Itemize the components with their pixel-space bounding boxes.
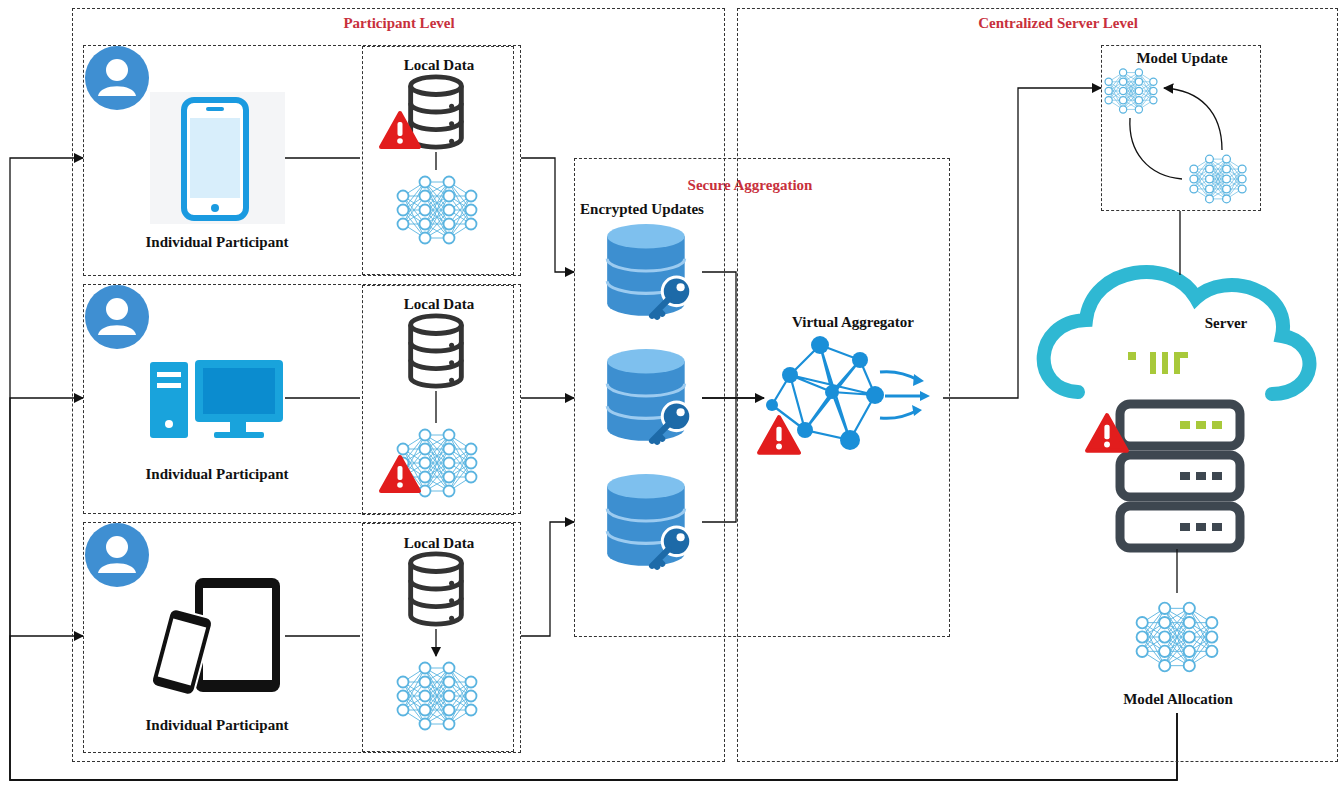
local-data-box: Local Data bbox=[362, 523, 514, 752]
user-avatar bbox=[85, 523, 149, 587]
encrypted-db-icon bbox=[607, 224, 691, 317]
connector bbox=[10, 158, 1177, 780]
connector bbox=[1179, 211, 1180, 275]
database-icon bbox=[411, 316, 462, 386]
warning-icon bbox=[1087, 415, 1127, 451]
node-label: Model Update bbox=[1136, 50, 1227, 67]
connector bbox=[10, 398, 1177, 780]
warning-icon bbox=[381, 113, 419, 147]
participant-box: Individual Participant Local Data bbox=[83, 284, 521, 514]
neural-net-icon bbox=[1105, 69, 1157, 113]
encrypted-db-icon bbox=[607, 349, 691, 442]
aggregator-node: Virtual Aggregator bbox=[763, 309, 943, 461]
user-avatar bbox=[85, 46, 149, 110]
phone-icon bbox=[150, 92, 285, 224]
wire bbox=[285, 158, 360, 636]
node-label: Virtual Aggregator bbox=[792, 314, 914, 331]
node-label: Server bbox=[1205, 315, 1247, 332]
connector bbox=[1176, 549, 1177, 593]
node-label: Individual Participant bbox=[146, 717, 289, 734]
participant-box: Individual Participant Local Data bbox=[83, 45, 521, 276]
tablet-icon bbox=[150, 578, 280, 696]
level-band: Centralized Server LevelModel UpdateServ… bbox=[737, 8, 1338, 762]
node-label: Local Data bbox=[404, 57, 474, 74]
neural-net-icon bbox=[398, 177, 477, 244]
neural-net-icon bbox=[398, 663, 477, 730]
arrow bbox=[702, 397, 764, 398]
node-label: Model Allocation bbox=[1123, 691, 1233, 708]
connector bbox=[521, 158, 574, 272]
node-label: Individual Participant bbox=[146, 466, 289, 483]
level-band: Participant LevelIndividual ParticipantL… bbox=[72, 8, 725, 762]
server-node: Server bbox=[1041, 269, 1313, 555]
participant-box: Individual Participant Local Data bbox=[83, 522, 521, 753]
warning-icon bbox=[759, 417, 799, 453]
cycle-arrow bbox=[1130, 88, 1222, 179]
node-label: Local Data bbox=[404, 296, 474, 313]
encrypted-db-icon bbox=[607, 474, 691, 567]
connector bbox=[943, 88, 1101, 398]
database-icon bbox=[411, 77, 462, 147]
connector bbox=[521, 397, 574, 398]
group-title: Secure Aggregation bbox=[688, 177, 813, 194]
group-title: Participant Level bbox=[343, 15, 454, 32]
desktop-icon bbox=[150, 360, 283, 438]
warning-icon bbox=[381, 457, 419, 491]
server-icon bbox=[1044, 272, 1310, 548]
connector bbox=[10, 636, 1177, 780]
group-title: Centralized Server Level bbox=[978, 15, 1138, 32]
node-label: Individual Participant bbox=[146, 234, 289, 251]
user-avatar bbox=[85, 285, 149, 349]
model-allocation-node: Model Allocation bbox=[1106, 593, 1251, 713]
aggregator-icon bbox=[766, 336, 930, 450]
aggregation-box: Secure AggregationEncrypted UpdatesVirtu… bbox=[574, 158, 950, 637]
database-icon bbox=[411, 554, 462, 624]
connector bbox=[521, 522, 574, 636]
node-label: Encrypted Updates bbox=[580, 201, 704, 218]
local-data-box: Local Data bbox=[362, 285, 514, 515]
node-label: Local Data bbox=[404, 535, 474, 552]
wire bbox=[702, 272, 764, 522]
local-data-box: Local Data bbox=[362, 46, 514, 275]
model-update-box: Model Update bbox=[1101, 45, 1261, 211]
neural-net-icon bbox=[1137, 603, 1218, 672]
arrow bbox=[435, 152, 436, 656]
neural-net-icon bbox=[1190, 155, 1246, 203]
